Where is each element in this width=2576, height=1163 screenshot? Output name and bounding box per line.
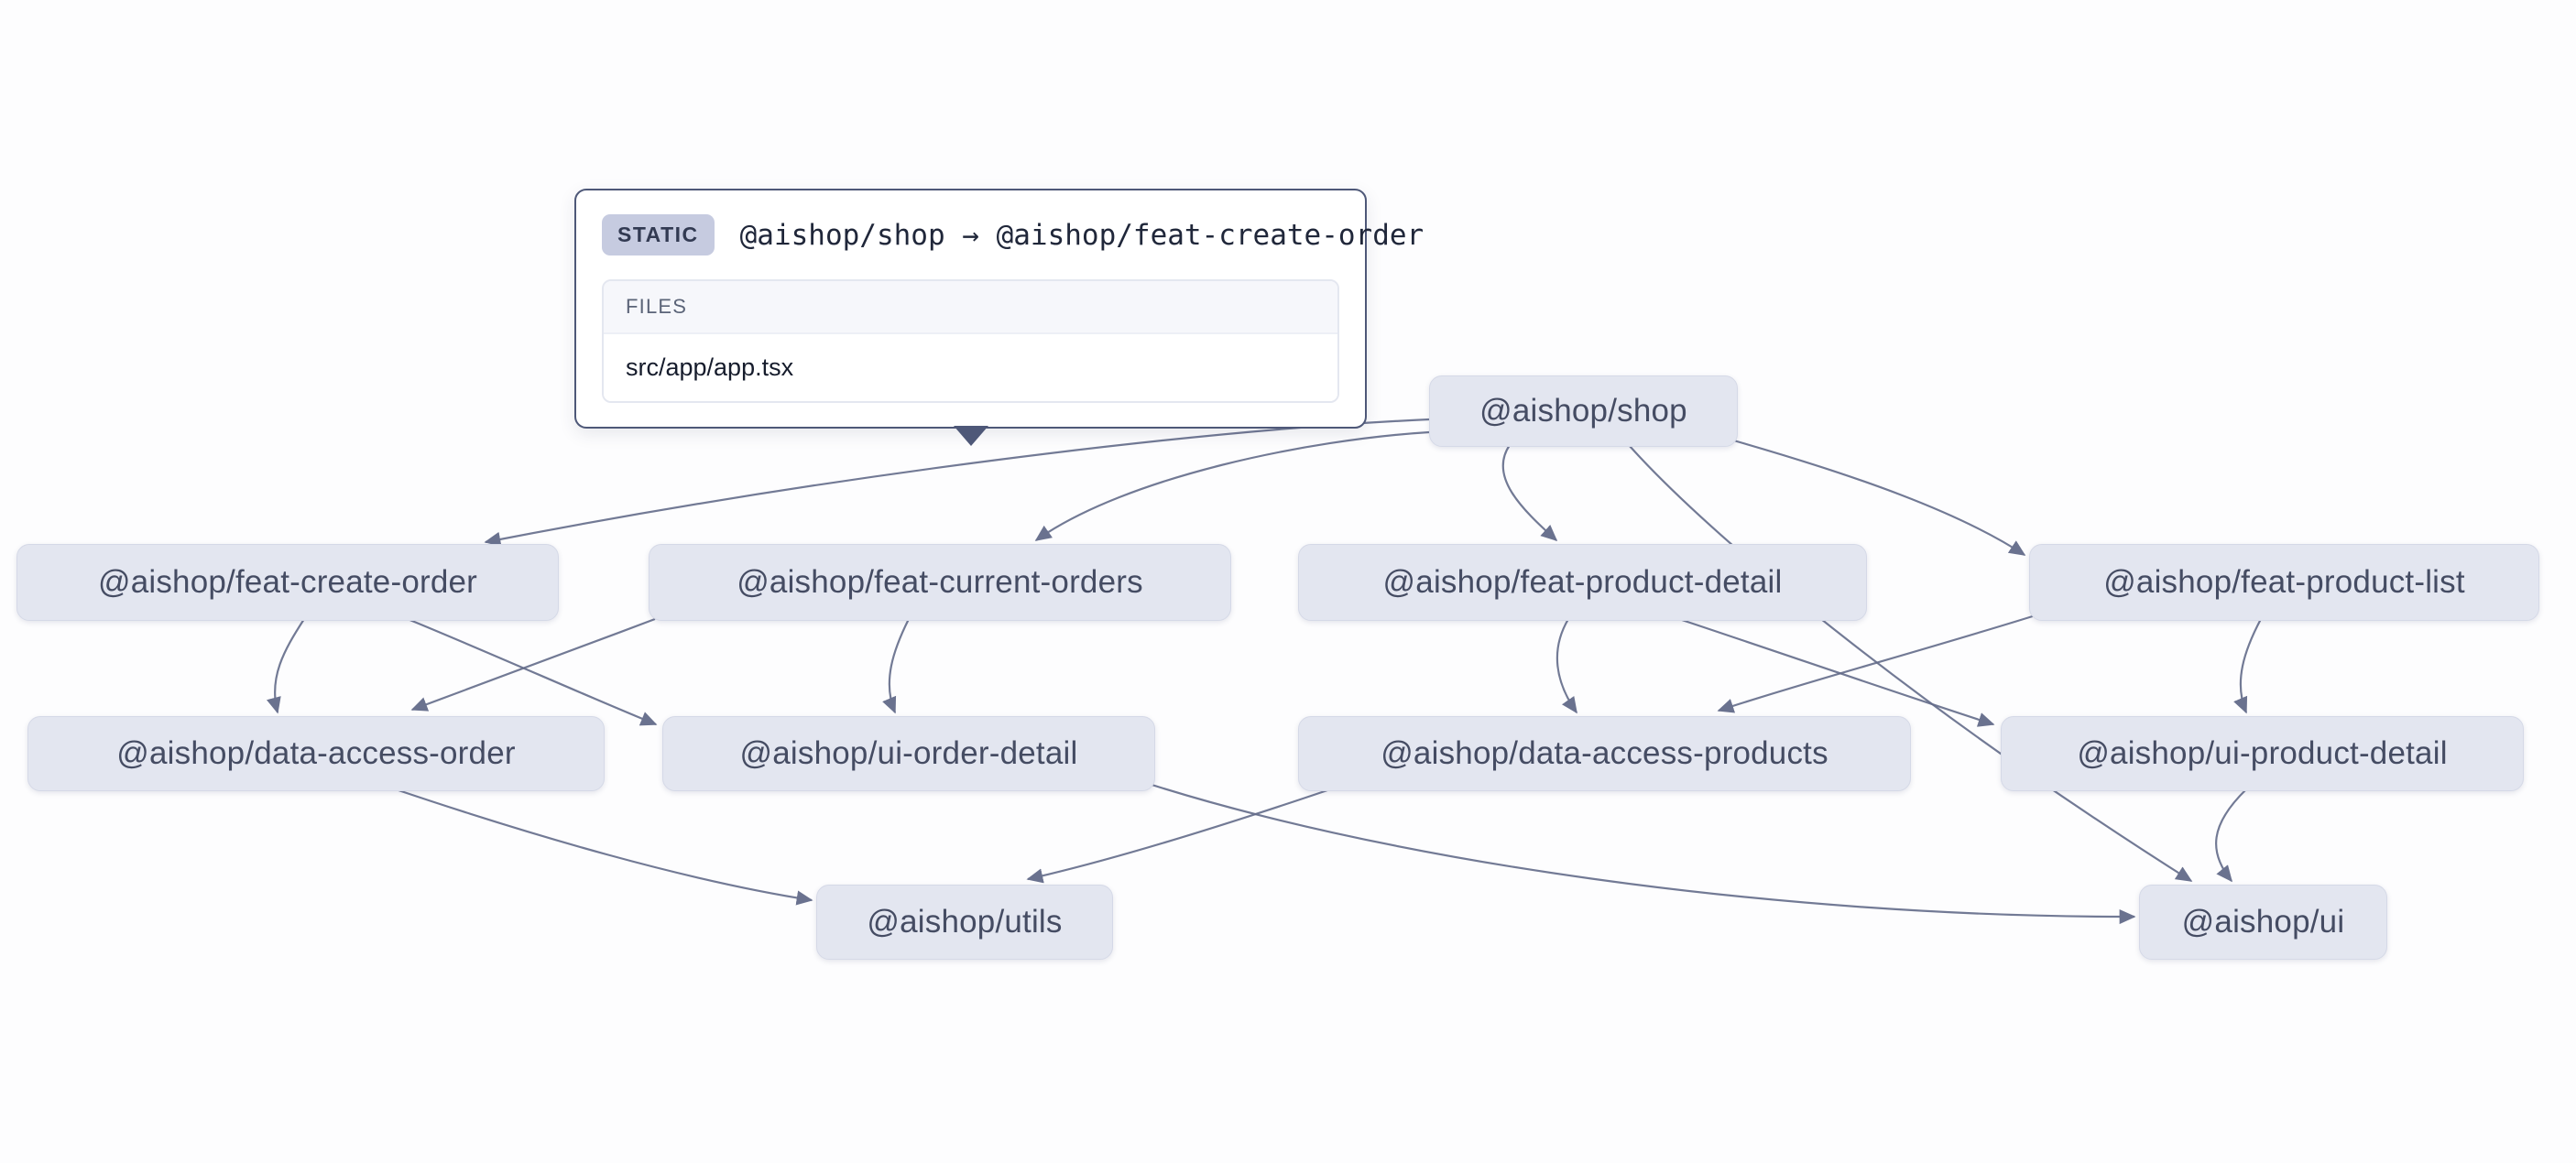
graph-node-shop[interactable]: @aishop/shop xyxy=(1429,375,1738,447)
edge-data-access-order-to-utils[interactable] xyxy=(395,788,813,906)
edge-shop-to-feat-product-detail[interactable] xyxy=(1501,444,1558,542)
graph-node-utils[interactable]: @aishop/utils xyxy=(816,885,1113,960)
edge-feat-create-order-to-ui-order-detail[interactable] xyxy=(407,617,658,726)
graph-node-data-access-products[interactable]: @aishop/data-access-products xyxy=(1298,716,1911,791)
graph-node-ui-order-detail[interactable]: @aishop/ui-order-detail xyxy=(662,716,1155,791)
edge-feat-product-detail-to-data-access-products[interactable] xyxy=(1555,618,1577,714)
edge-label: @aishop/shop → @aishop/feat-create-order xyxy=(739,218,1424,252)
graph-node-feat-current-orders[interactable]: @aishop/feat-current-orders xyxy=(649,544,1231,621)
files-header-label: FILES xyxy=(604,281,1337,334)
edge-feat-product-detail-to-ui-product-detail[interactable] xyxy=(1678,617,1995,727)
graph-node-feat-create-order[interactable]: @aishop/feat-create-order xyxy=(16,544,559,621)
edge-feat-product-list-to-ui-product-detail[interactable] xyxy=(2233,618,2262,714)
edge-shop-to-feat-current-orders[interactable] xyxy=(1034,430,1430,541)
graph-node-feat-product-list[interactable]: @aishop/feat-product-list xyxy=(2029,544,2539,621)
edge-shop-to-ui[interactable] xyxy=(1628,444,2193,882)
files-panel: FILES src/app/app.tsx xyxy=(602,279,1339,403)
edge-type-badge: STATIC xyxy=(602,214,715,255)
edge-ui-order-detail-to-ui[interactable] xyxy=(1109,769,2136,925)
edge-feat-current-orders-to-data-access-order[interactable] xyxy=(410,617,656,712)
graph-node-ui[interactable]: @aishop/ui xyxy=(2139,885,2387,960)
file-row: src/app/app.tsx xyxy=(604,334,1337,401)
tooltip-caret-icon xyxy=(954,426,988,446)
edge-tooltip: STATIC @aishop/shop → @aishop/feat-creat… xyxy=(574,189,1424,446)
edge-shop-to-feat-product-list[interactable] xyxy=(1723,436,2026,556)
graph-node-ui-product-detail[interactable]: @aishop/ui-product-detail xyxy=(2001,716,2524,791)
graph-node-feat-product-detail[interactable]: @aishop/feat-product-detail xyxy=(1298,544,1867,621)
edge-ui-product-detail-to-ui[interactable] xyxy=(2215,788,2247,883)
edge-feat-current-orders-to-ui-order-detail[interactable] xyxy=(882,618,910,714)
edge-data-access-products-to-utils[interactable] xyxy=(1026,788,1331,884)
edge-feat-product-list-to-data-access-products[interactable] xyxy=(1717,614,2036,713)
tooltip-header: STATIC @aishop/shop → @aishop/feat-creat… xyxy=(602,214,1424,255)
edge-feat-create-order-to-data-access-order[interactable] xyxy=(267,618,305,714)
graph-node-data-access-order[interactable]: @aishop/data-access-order xyxy=(27,716,605,791)
